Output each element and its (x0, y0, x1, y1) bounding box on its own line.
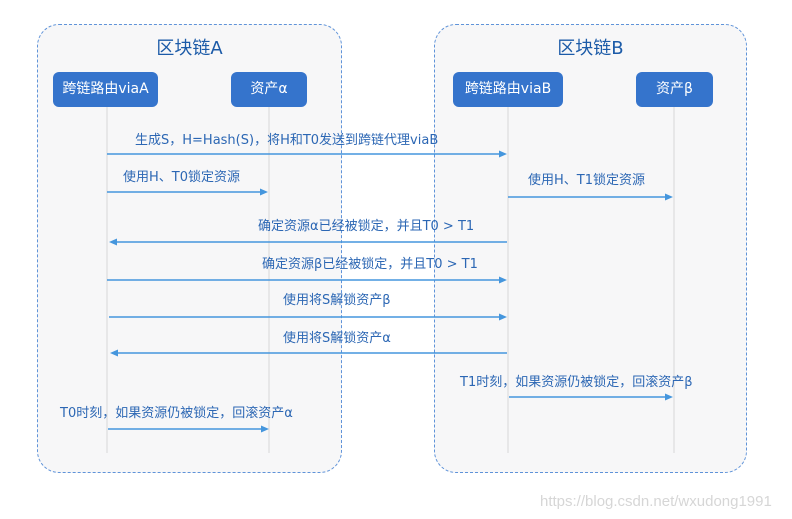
message-label-9: T0时刻，如果资源仍被锁定，回滚资产α (60, 406, 293, 421)
message-label-4: 确定资源α已经被锁定，并且T0 > T1 (258, 219, 475, 234)
message-label-3: 使用H、T1锁定资源 (528, 173, 645, 188)
participant-asset-alpha: 资产α (231, 72, 307, 107)
arrow-message-1 (107, 150, 507, 158)
chain-a-title: 区块链A (156, 38, 223, 59)
message-label-7: 使用将S解锁资产α (283, 331, 391, 346)
chain-b-title: 区块链B (557, 38, 624, 59)
message-label-5: 确定资源β已经被锁定，并且T0 > T1 (262, 257, 478, 272)
arrow-message-9 (108, 425, 269, 433)
message-label-1: 生成S，H=Hash(S)，将H和T0发送到跨链代理viaB (135, 133, 439, 148)
participant-router-via-b: 跨链路由viaB (453, 72, 563, 107)
watermark-text: https://blog.csdn.net/wxudong1991 (540, 493, 772, 510)
arrow-message-6 (109, 313, 507, 321)
message-label-8: T1时刻，如果资源仍被锁定，回滚资产β (460, 375, 693, 390)
participant-asset-beta: 资产β (636, 72, 713, 107)
arrow-message-5 (107, 276, 507, 284)
arrow-message-4 (109, 238, 507, 246)
message-label-6: 使用将S解锁资产β (283, 293, 391, 308)
message-label-2: 使用H、T0锁定资源 (123, 170, 240, 185)
arrow-message-3 (508, 193, 673, 201)
arrow-message-8 (509, 393, 673, 401)
participant-router-via-a: 跨链路由viaA (53, 72, 158, 107)
arrow-message-7 (110, 349, 507, 357)
arrow-message-2 (107, 188, 268, 196)
